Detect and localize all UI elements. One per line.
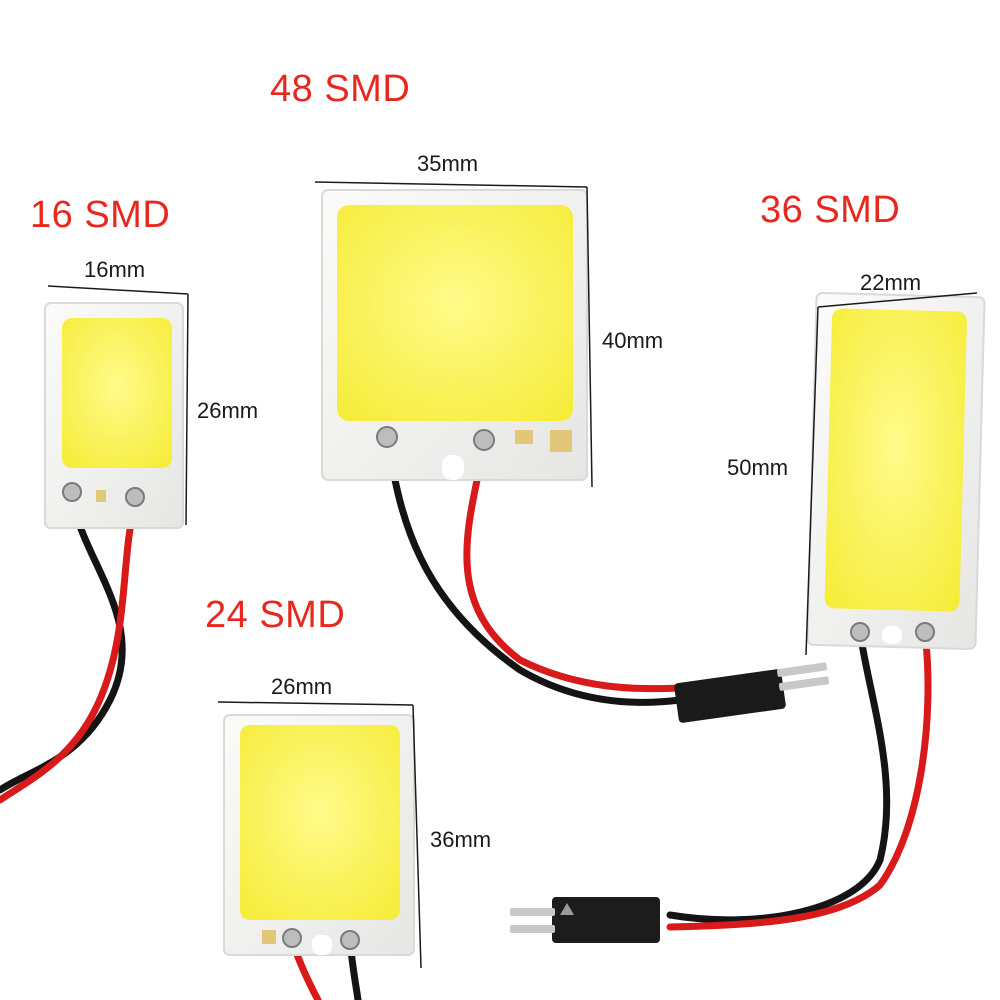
title-16-smd: 16 SMD	[30, 194, 171, 236]
height-label-48-smd: 40mm	[602, 328, 664, 353]
red-wire-16	[0, 501, 139, 804]
led-board-48-smd	[321, 189, 588, 481]
width-label-16-smd: 16mm	[84, 257, 146, 282]
red-wire-36	[666, 628, 932, 931]
connector-lower	[510, 897, 660, 943]
black-wire-48	[384, 436, 684, 706]
black-wire-16	[0, 491, 126, 794]
black-wire-36	[666, 628, 891, 924]
width-label-24-smd: 26mm	[271, 674, 333, 699]
width-label-36-smd: 22mm	[860, 270, 922, 295]
height-label-16-smd: 26mm	[197, 398, 259, 423]
led-board-16-smd	[44, 302, 184, 529]
red-wire-48	[463, 438, 684, 693]
led-board-24-smd	[223, 714, 415, 956]
title-36-smd: 36 SMD	[760, 189, 901, 231]
title-48-smd: 48 SMD	[270, 68, 411, 110]
width-label-48-smd: 35mm	[417, 151, 479, 176]
wires	[0, 436, 932, 1000]
height-label-24-smd: 36mm	[430, 827, 492, 852]
height-label-36-smd: 50mm	[727, 455, 789, 480]
dimension-lines	[47, 181, 978, 969]
title-24-smd: 24 SMD	[205, 594, 346, 636]
connector-upper	[674, 662, 830, 723]
led-board-36-smd	[806, 292, 986, 650]
